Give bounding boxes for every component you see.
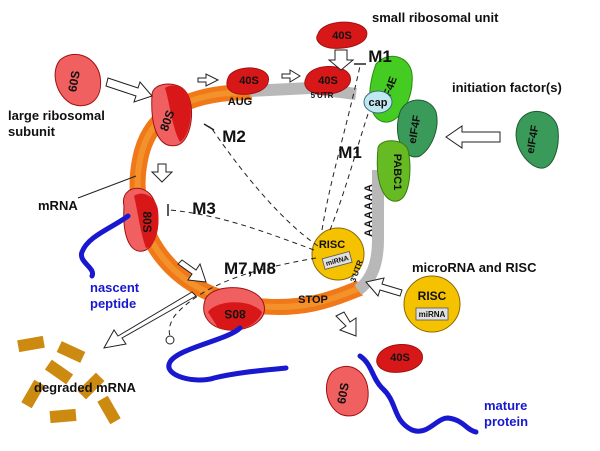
arrow-risc-join xyxy=(365,277,403,297)
cap-structure: cap xyxy=(363,90,393,114)
arrow-release xyxy=(335,311,357,337)
microrna-risc-label: microRNA and RISC xyxy=(412,260,537,275)
large-ribosomal-subunit-label-2: subunit xyxy=(8,124,56,139)
eif4f-free-factor: eIF4F xyxy=(515,110,559,169)
pabc1-protein: PABC1 xyxy=(376,140,411,202)
ribosome-40s-a: 40S xyxy=(226,67,269,95)
ribosome-60s-left-label: 60S xyxy=(65,70,82,93)
ribosome-80s-top-label: 80S xyxy=(157,108,177,133)
eif4f-free-label: eIF4F xyxy=(525,124,542,155)
ribosome-40s-top-label: 40S xyxy=(332,30,352,42)
ribosome-40s-a-label: 40S xyxy=(239,75,259,87)
mature-protein-label-1: mature xyxy=(484,398,527,413)
arrow-degradation xyxy=(103,291,197,349)
ribosome-80s-bottom-label: 80S xyxy=(224,307,245,321)
inhibition-lines xyxy=(165,63,369,345)
peptide-chain-bottom xyxy=(166,325,289,383)
ribosome-40s-bottom: 40S xyxy=(376,344,423,373)
mechanism-m1-mid: M1 xyxy=(338,143,362,162)
mechanism-m1-top: M1 xyxy=(368,47,392,66)
inhibit-m1-line-b xyxy=(329,113,369,231)
small-ribosomal-unit-label: small ribosomal unit xyxy=(372,10,499,25)
ribosome-40s-b: 40S xyxy=(304,66,351,95)
risc-free-label: RISC xyxy=(418,289,447,303)
arrow-40s-down xyxy=(327,49,355,71)
nascent-peptide-chain xyxy=(78,213,131,279)
initiation-factors-label: initiation factor(s) xyxy=(452,80,562,95)
polya-tail-label: AAAAAA xyxy=(363,183,375,237)
nascent-peptide-label-2: peptide xyxy=(90,296,136,311)
ribosome-40s-b-label: 40S xyxy=(318,75,338,87)
risc-bound: RISC miRNA xyxy=(311,227,365,281)
eif4f-label: eIF4F xyxy=(407,114,424,145)
mechanism-m3: M3 xyxy=(192,199,216,218)
risc-free: RISC miRNA xyxy=(403,275,461,333)
ribosome-60s-bottom: 60S xyxy=(325,366,369,417)
risc-bound-label: RISC xyxy=(319,239,345,251)
mrna-label: mRNA xyxy=(38,198,78,213)
utr5-label: 5'UTR xyxy=(311,91,334,100)
mirna-free-label: miRNA xyxy=(419,310,446,319)
nascent-peptide-label-1: nascent xyxy=(90,280,140,295)
inhibit-m1-line-a xyxy=(321,65,361,231)
mrna-leader-line xyxy=(77,175,137,199)
mechanism-m7m8: M7,M8 xyxy=(224,259,276,278)
degraded-mrna-label: degraded mRNA xyxy=(34,380,136,395)
ribosome-80s-left-label: 80S xyxy=(140,211,154,232)
cap-label: cap xyxy=(369,97,388,109)
pabc1-label: PABC1 xyxy=(391,154,403,190)
ribosome-40s-bottom-label: 40S xyxy=(390,352,410,364)
arrow-60s-join xyxy=(105,77,153,103)
arrow-eif4f-join xyxy=(445,125,501,149)
arrow-elongation-2 xyxy=(177,259,207,283)
arrow-scan-1 xyxy=(197,73,220,87)
ribosome-40s-top: 40S xyxy=(316,21,368,49)
mature-protein-chain xyxy=(357,353,479,435)
process-arrows xyxy=(103,49,501,349)
ribosome-60s-left: 60S xyxy=(54,54,102,107)
mechanism-m2: M2 xyxy=(222,127,246,146)
aug-site-label: AUG xyxy=(228,96,252,108)
arrow-scan-2 xyxy=(281,69,301,83)
inhibit-m7m8-line xyxy=(168,257,317,337)
ribosome-80s-left: 80S xyxy=(122,187,159,252)
large-ribosomal-subunit-label-1: large ribosomal xyxy=(8,108,105,123)
arrow-elongation-1 xyxy=(150,163,174,183)
degraded-mrna-fragments xyxy=(17,335,121,425)
mature-protein-label-2: protein xyxy=(484,414,528,429)
ribosome-80s-bottom: 80S xyxy=(203,287,265,331)
ribosome-80s-top: 80S xyxy=(151,83,192,147)
inhibit-m3-line xyxy=(169,209,315,251)
stop-codon-label: STOP xyxy=(298,294,328,306)
ribosome-60s-bottom-label: 60S xyxy=(334,382,351,405)
